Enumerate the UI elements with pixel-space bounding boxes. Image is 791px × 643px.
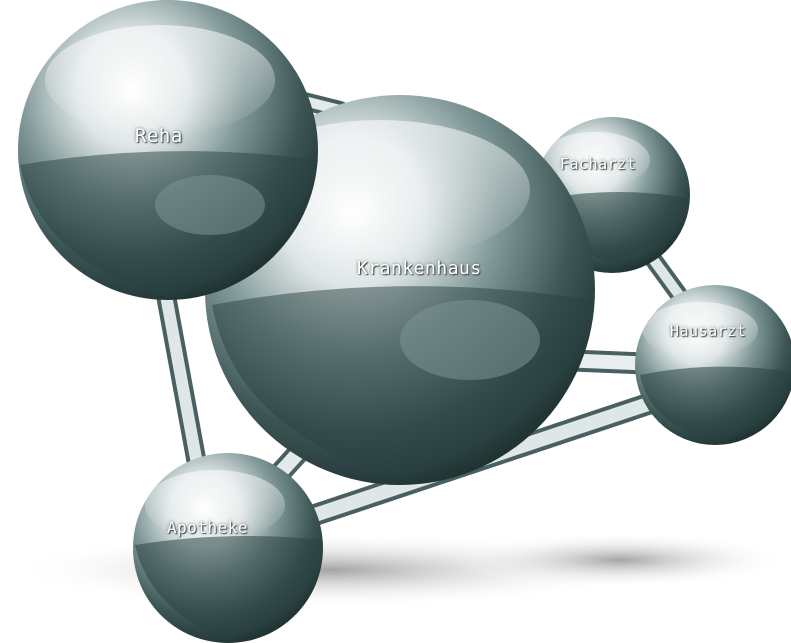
sphere-reha [18,0,318,300]
label-krankenhaus: Krankenhaus [357,258,482,279]
label-apotheke: Apotheke [167,518,248,537]
label-facharzt: Facharzt [560,155,636,173]
sphere-hausarzt [635,285,791,445]
sphere-apotheke [133,453,323,643]
label-reha: Reha [135,125,183,147]
ground-shadow [450,532,790,588]
label-hausarzt: Hausarzt [670,322,746,340]
